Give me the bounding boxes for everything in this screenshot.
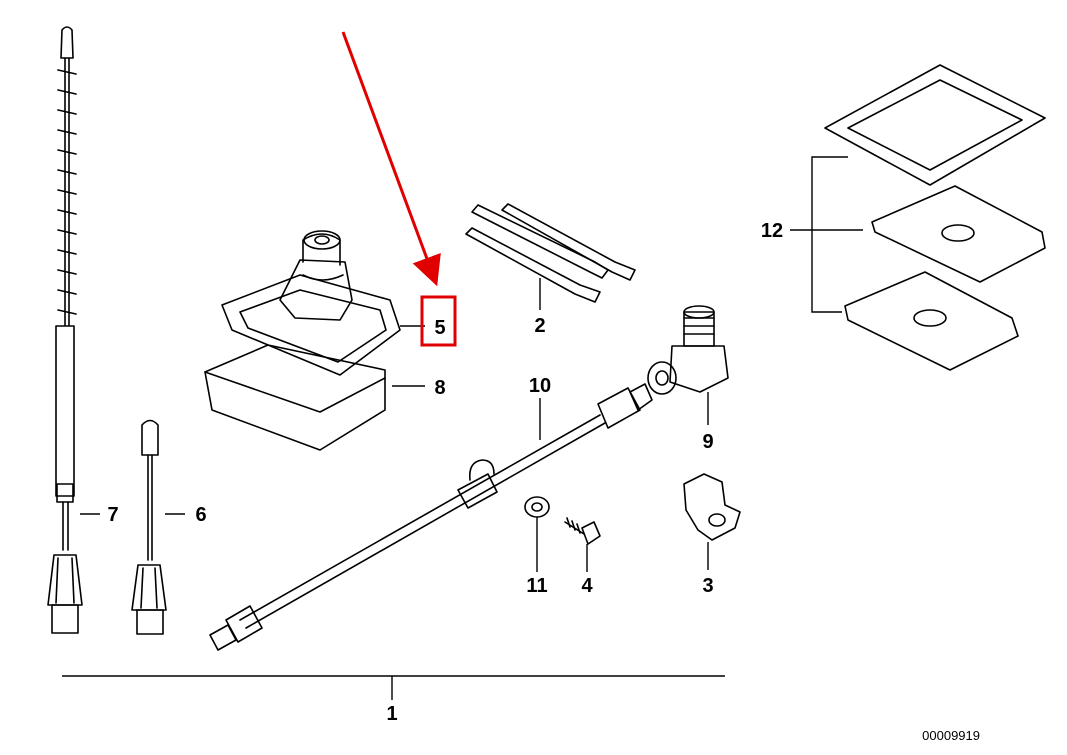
label-part-1: 1	[386, 703, 397, 725]
label-part-8: 8	[434, 377, 445, 399]
label-part-7: 7	[107, 504, 118, 526]
part-12-plates	[824, 64, 1046, 371]
part-7-antenna-rod	[47, 26, 83, 634]
label-part-4: 4	[581, 575, 593, 597]
label-part-10: 10	[529, 375, 551, 397]
label-part-5: 5	[434, 317, 445, 339]
part-11-washer	[524, 496, 550, 518]
label-part-11: 11	[526, 575, 547, 597]
part-6-short-rod	[131, 419, 167, 635]
highlight-box	[420, 295, 457, 347]
part-8-pad	[204, 344, 386, 451]
label-part-2: 2	[534, 315, 545, 337]
reference-number: 00009919	[922, 728, 980, 743]
label-part-9: 9	[702, 431, 713, 453]
label-part-12: 12	[761, 220, 783, 242]
part-9-connector	[647, 305, 729, 395]
leader-lines	[62, 156, 863, 700]
part-5-gasket	[221, 230, 401, 376]
pointer-arrow	[341, 31, 441, 287]
part-2-cable-ties	[465, 203, 636, 303]
part-4-screw	[564, 517, 601, 545]
part-10-cable	[209, 383, 653, 651]
label-part-6: 6	[195, 504, 206, 526]
part-3-clip	[683, 473, 741, 541]
label-part-3: 3	[702, 575, 713, 597]
